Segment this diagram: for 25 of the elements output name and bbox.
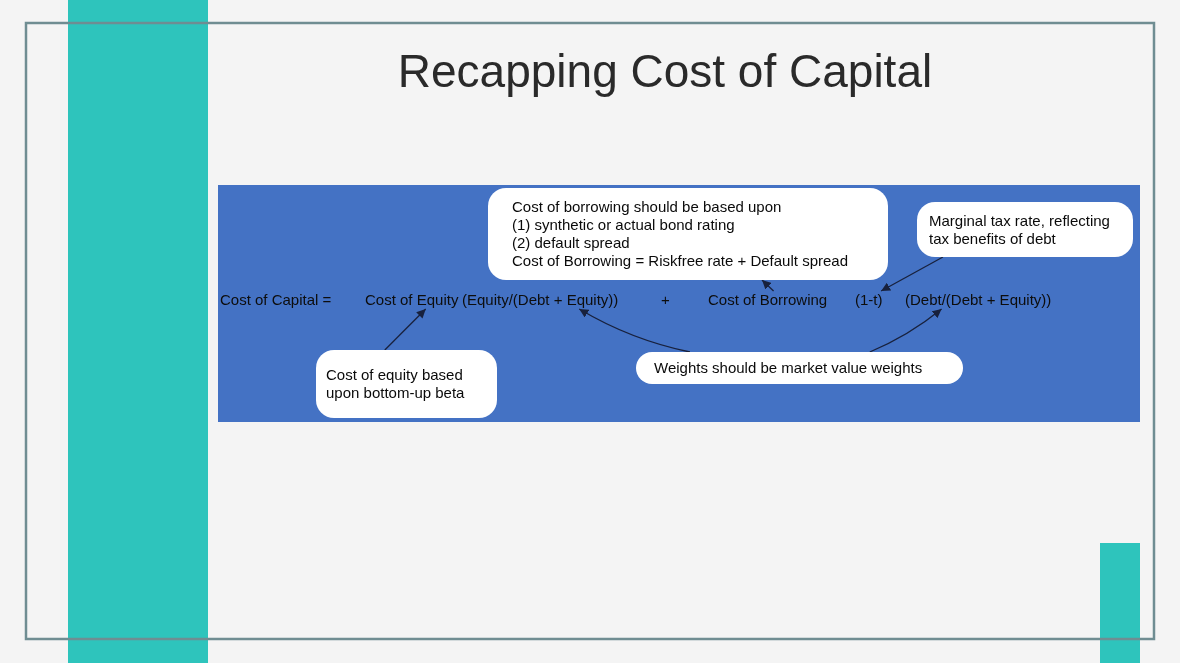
- formula-text: Cost of Capital =: [220, 291, 332, 309]
- arrow: [761, 279, 775, 292]
- callout-bubble: [316, 350, 497, 418]
- slide-title: Recapping Cost of Capital: [397, 44, 933, 98]
- arrow: [578, 308, 691, 353]
- arrow: [384, 308, 427, 351]
- callout-bubble: [488, 188, 888, 280]
- callout-text: Cost of borrowing should be based upon: [512, 198, 783, 216]
- formula-term: (Debt/(Debt + Equity)): [905, 291, 1052, 309]
- callout-bubble: [636, 352, 963, 384]
- formula-term: (Equity/(Debt + Equity)): [462, 291, 619, 309]
- formula-term: Cost of Borrowing: [708, 291, 828, 309]
- formula-band: [218, 185, 1140, 422]
- plus-sign: +: [661, 291, 670, 309]
- arrow: [880, 256, 944, 292]
- callout-bubble: [917, 202, 1133, 257]
- formula-term: Cost of Equity: [365, 291, 459, 309]
- callout-text: (2) default spread: [512, 234, 631, 252]
- callout-text: Cost of Borrowing = Riskfree rate + Default spread: [512, 252, 849, 270]
- arrow: [869, 308, 943, 353]
- formula-term: (1-t): [855, 291, 883, 309]
- callout-text: (1) synthetic or actual bond rating: [512, 216, 736, 234]
- callout-text: Marginal tax rate, reflecting tax benefits of debt: [929, 211, 1111, 248]
- callout-text: Weights should be market value weights: [654, 359, 924, 377]
- callout-text: Cost of equity based upon bottom-up beta: [326, 366, 466, 402]
